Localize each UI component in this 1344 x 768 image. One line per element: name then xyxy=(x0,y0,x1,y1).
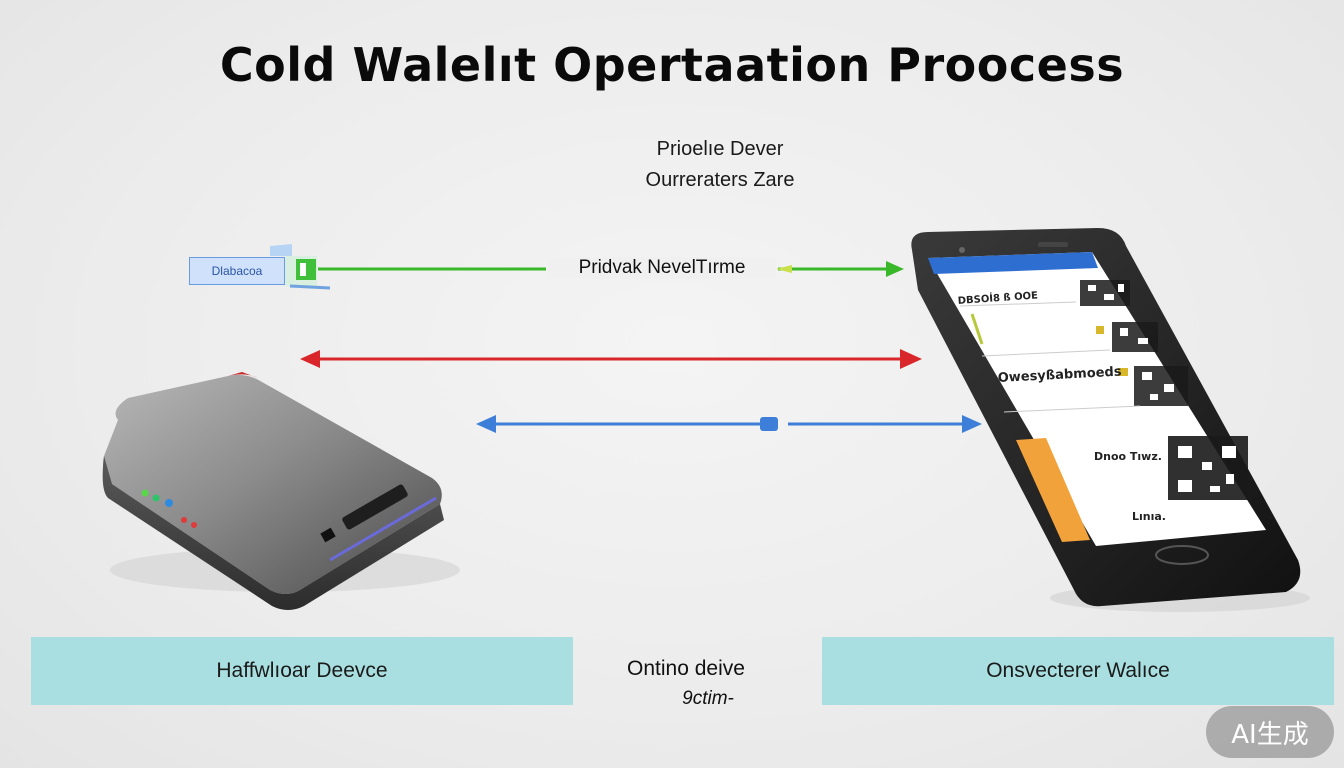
red-arrow xyxy=(300,349,922,369)
page-title: Cold Walelıt Opertaation Proocess xyxy=(219,38,1125,92)
middle-label-2: 9ctim- xyxy=(682,688,734,709)
smartphone-icon xyxy=(911,228,1310,612)
hardware-device-label: Haffwlıoar Deevce xyxy=(216,659,388,682)
software-wallet-panel: Onsvecterer Walıce xyxy=(822,637,1334,705)
hardware-device-panel: Haffwlıoar Deevce xyxy=(31,637,573,705)
top-label-1: Prioelıe Dever xyxy=(656,138,784,160)
arrow-label: Pridvak NevelTırme xyxy=(548,257,776,279)
phone-screen-row4: Lınıa. xyxy=(1132,510,1166,523)
hardware-wallet-device-icon xyxy=(102,372,460,610)
phone-screen-row3: Dnoo Tıwz. xyxy=(1094,450,1162,463)
software-wallet-label: Onsvecterer Walıce xyxy=(986,659,1170,682)
phone-screen-row2: Owesyßabmoeds xyxy=(997,365,1122,386)
top-label-2: Ourreraters Zare xyxy=(645,169,795,191)
ai-generated-badge: AI生成 xyxy=(1206,706,1334,758)
green-arrow xyxy=(318,261,904,277)
usb-plug-icon xyxy=(270,244,331,290)
usb-label-box: Dlabacoa xyxy=(189,257,285,285)
middle-label-1: Ontino deive xyxy=(627,657,745,680)
blue-arrow xyxy=(476,415,982,433)
